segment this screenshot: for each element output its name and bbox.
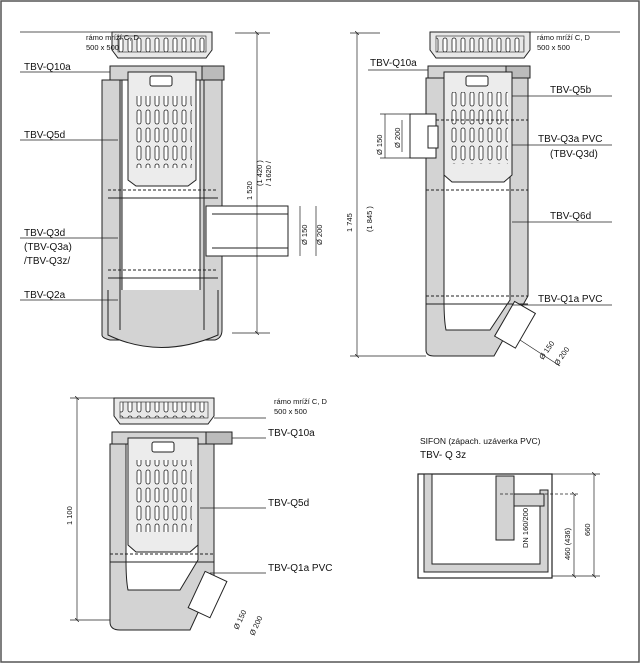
tl-dia-200: Ø 200: [315, 225, 324, 245]
tl-q2a: TBV-Q2a: [24, 290, 66, 301]
tr-frame-label-2: 500 x 500: [537, 43, 570, 52]
bl-dia-150: Ø 150: [232, 609, 249, 631]
gully-top-left: [20, 32, 317, 348]
tr-q1a-pvc: TBV-Q1a PVC: [538, 294, 602, 305]
tl-dia-150: Ø 150: [300, 225, 309, 245]
tr-q10a: TBV-Q10a: [370, 58, 417, 69]
tr-q5b: TBV-Q5b: [550, 85, 592, 96]
sifon-detail: [417, 474, 600, 579]
tr-q6d: TBV-Q6d: [550, 211, 591, 222]
tl-q10a: TBV-Q10a: [24, 62, 71, 73]
bl-dia-200: Ø 200: [248, 615, 265, 637]
bl-height: 1 100: [65, 506, 74, 525]
tl-frame-label-1: rámo mríží C, D: [86, 33, 140, 42]
tl-height-alt2: / 1620 /: [264, 160, 273, 186]
sifon-title: SIFON (zápach. uzáverka PVC): [420, 436, 541, 446]
tr-q3d: (TBV-Q3d): [550, 149, 598, 160]
tr-frame-label-1: rámo mríží C, D: [537, 33, 591, 42]
tl-q3d: TBV-Q3d: [24, 228, 65, 239]
sifon-dim-660: 660: [583, 523, 592, 536]
tl-q5d: TBV-Q5d: [24, 130, 65, 141]
tl-q3a: (TBV-Q3a): [24, 242, 72, 253]
gully-top-right: [350, 32, 620, 367]
tl-height-main: 1 520: [245, 181, 254, 200]
tl-q3z: /TBV-Q3z/: [24, 256, 70, 267]
tr-height-main: 1 745: [345, 213, 354, 232]
gully-bottom-left: [70, 398, 266, 631]
tr-q3a-pvc: TBV-Q3a PVC: [538, 134, 602, 145]
tr-dia-150b: Ø 150: [537, 339, 556, 361]
tr-dia-200: Ø 200: [393, 128, 402, 148]
sifon-code: TBV- Q 3z: [420, 450, 466, 461]
tr-dia-150: Ø 150: [375, 135, 384, 155]
tr-dia-200b: Ø 200: [552, 345, 571, 367]
tl-frame-label-2: 500 x 500: [86, 43, 119, 52]
tr-height-alt: (1 845 ): [365, 206, 374, 232]
tl-height-alt1: (1 420 ): [255, 160, 264, 186]
bl-frame-label-1: rámo mríží C, D: [274, 397, 328, 406]
bl-q10a: TBV-Q10a: [268, 428, 315, 439]
sifon-dn: DN 160/200: [521, 508, 530, 548]
bl-frame-label-2: 500 x 500: [274, 407, 307, 416]
bl-q1a-pvc: TBV-Q1a PVC: [268, 563, 332, 574]
sifon-dim-460: 460 (436): [563, 527, 572, 560]
bl-q5d: TBV-Q5d: [268, 498, 309, 509]
